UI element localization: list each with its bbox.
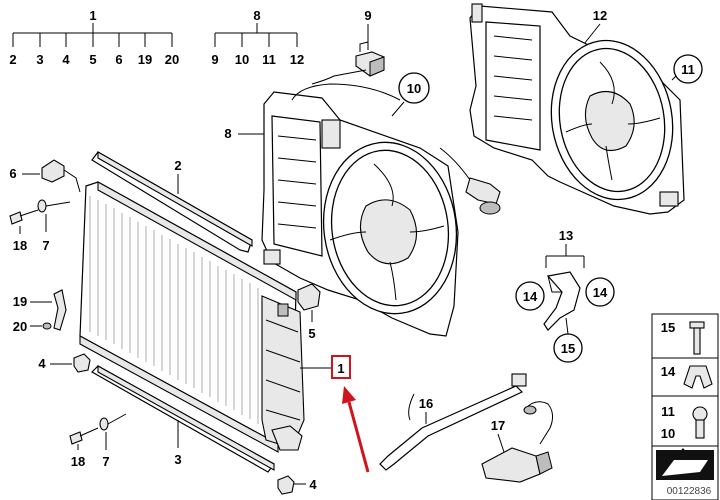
legend-label-15: 15 xyxy=(661,320,675,335)
callout-9: 9 xyxy=(364,8,371,23)
radiator-part-1 xyxy=(79,181,305,453)
legend-label-10: 10 xyxy=(661,426,675,441)
fan-shroud-part-12: 12 xyxy=(469,3,685,215)
relay-part-9: 9 xyxy=(355,8,385,77)
group-8-bracket: 8 9 10 11 12 xyxy=(211,8,304,67)
callout-2: 2 xyxy=(174,158,181,173)
callout-5: 5 xyxy=(308,326,315,341)
callout-11-circle: 11 xyxy=(671,54,703,84)
callout-1: 1 xyxy=(337,361,344,376)
seal-strip-part-3: 3 xyxy=(91,365,275,473)
document-number: 00122836 xyxy=(667,486,712,497)
group-1-item-19: 19 xyxy=(138,52,152,67)
red-arrow-icon xyxy=(342,386,356,404)
legend-item-14: 14 xyxy=(661,364,713,389)
bolt-set-lower: 18 7 xyxy=(69,413,127,469)
callout-1-highlight: 1 xyxy=(300,355,370,473)
callout-6: 6 xyxy=(9,166,16,181)
callout-10: 10 xyxy=(407,81,421,96)
callout-18-upper: 18 xyxy=(13,238,27,253)
callout-14-left: 14 xyxy=(523,289,538,304)
callout-8-top: 8 xyxy=(253,8,260,23)
legend-item-11-10: 11 10 xyxy=(661,404,708,441)
callout-16: 16 xyxy=(419,396,433,411)
legend-panel: 15 14 11 10 00122836 xyxy=(651,313,719,500)
callout-8: 8 xyxy=(224,126,231,141)
legend-item-mounting-tool xyxy=(656,448,714,480)
cable-tie-part-16: 16 xyxy=(379,373,527,471)
callout-19: 19 xyxy=(13,294,27,309)
bracket-part-13: 13 14 14 15 xyxy=(515,228,615,363)
callout-3: 3 xyxy=(174,452,181,467)
foot-part-4-right: 4 xyxy=(277,475,317,495)
callout-7-upper: 7 xyxy=(42,238,49,253)
group-1-item-6: 6 xyxy=(115,52,122,67)
fan-assembly-part-8: 8 xyxy=(224,69,501,337)
group-1-item-2: 2 xyxy=(9,52,16,67)
callout-10-circle: 10 xyxy=(391,72,430,117)
group-8-item-10: 10 xyxy=(235,52,249,67)
callout-4-right: 4 xyxy=(309,477,317,492)
bolt-set-upper: 18 7 xyxy=(9,199,71,253)
group-1-bracket: 1 2 3 4 5 6 19 20 xyxy=(9,8,179,67)
callout-18-lower: 18 xyxy=(71,454,85,469)
grommet-part-5: 5 xyxy=(297,283,321,341)
cable-clip-part-17: 17 xyxy=(481,401,554,483)
callout-11: 11 xyxy=(681,62,695,77)
callout-15: 15 xyxy=(561,341,575,356)
callout-20: 20 xyxy=(13,319,27,334)
callout-17: 17 xyxy=(491,418,505,433)
group-8-item-9: 9 xyxy=(211,52,218,67)
group-8-item-11: 11 xyxy=(262,52,276,67)
group-8-item-12: 12 xyxy=(290,52,304,67)
foot-part-4-left: 4 xyxy=(38,353,91,373)
callout-1-top: 1 xyxy=(89,8,96,23)
callout-14-right: 14 xyxy=(593,285,608,300)
clip-part-19: 19 xyxy=(13,289,67,331)
callout-7-lower: 7 xyxy=(102,454,109,469)
group-1-item-3: 3 xyxy=(36,52,43,67)
screw-part-20: 20 xyxy=(13,319,52,334)
legend-item-15: 15 xyxy=(661,320,705,355)
legend-label-14: 14 xyxy=(661,364,676,379)
mount-part-6: 6 xyxy=(9,159,81,193)
legend-label-11: 11 xyxy=(661,404,675,419)
callout-13: 13 xyxy=(559,228,573,243)
seal-strip-part-2: 2 xyxy=(91,151,253,253)
callout-4-left: 4 xyxy=(38,356,46,371)
group-1-item-5: 5 xyxy=(89,52,96,67)
group-1-item-20: 20 xyxy=(165,52,179,67)
group-1-item-4: 4 xyxy=(62,52,70,67)
callout-12: 12 xyxy=(593,8,607,23)
